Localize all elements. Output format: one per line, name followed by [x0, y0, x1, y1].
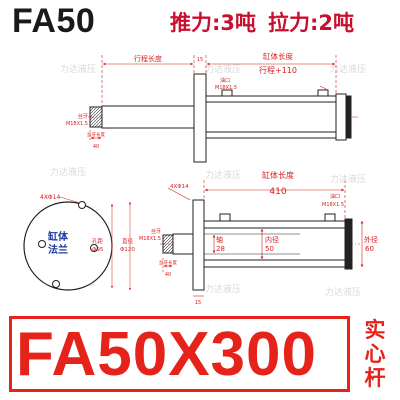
flange-name-line2: 法兰 [48, 243, 68, 256]
bottom-outer-dia-label: 外径 [364, 235, 378, 244]
watermark: 力达液压 [60, 65, 97, 75]
flange-hole-dist-value: Φ95 [92, 247, 104, 253]
header-spec: 推力:3吨拉力:2吨 [170, 7, 366, 37]
top-thread-length-value: 40 [93, 144, 99, 150]
bottom-inner-dia-value: 50 [265, 245, 274, 253]
bottom-oil-port-2 [324, 213, 336, 222]
push-force: 推力:3吨 [170, 11, 257, 35]
bottom-dim-15: 15 [195, 300, 201, 306]
top-piston-rod [101, 105, 195, 129]
flange-outline [23, 201, 113, 291]
top-barrel [205, 95, 337, 139]
top-thread-length-label: 丝牙长度 [87, 131, 105, 138]
bottom-inner-dia-label: 内径 [265, 235, 279, 244]
bottom-flange [192, 199, 205, 291]
top-oil-port-thread: M18X1.5 [215, 85, 237, 91]
top-thread-spec: M18X1.5 [66, 121, 88, 127]
watermark: 力达液压 [50, 168, 87, 178]
bottom-cylinder [160, 199, 360, 291]
pull-force: 拉力:2吨 [268, 11, 355, 35]
flange-name-line1: 缸体 [47, 230, 69, 243]
bottom-outer-dia-value: 60 [365, 245, 374, 253]
bottom-dimensions [162, 180, 364, 297]
top-stroke-length-label: 行程长度 [134, 54, 162, 63]
bottom-thread-spec: M18X1.5 [139, 236, 161, 242]
flange-diameter-label: 直径 [122, 237, 134, 245]
bottom-barrel-length-label: 缸体长度 [262, 170, 294, 180]
model-number: FA50X300 [16, 320, 317, 389]
flange-bolt-holes: 4XΦ14 [40, 194, 60, 201]
bottom-bolt-holes: 4XΦ14 [170, 184, 189, 190]
flange-diameter-value: Φ120 [120, 247, 135, 253]
bottom-oil-port-thread: M18X1.5 [322, 202, 344, 208]
bottom-end-cap [344, 218, 353, 270]
rod-type: 实心杆 [360, 318, 390, 390]
top-thread-label: 丝牙 [78, 113, 88, 120]
top-cylinder [88, 73, 360, 163]
top-oil-port-2 [317, 89, 329, 97]
bottom-shaft-label: 轴 [216, 235, 223, 244]
watermark: 力达液压 [330, 175, 367, 185]
top-oil-port-1 [221, 89, 233, 97]
flange-hole-3 [90, 244, 98, 252]
model-banner [9, 316, 350, 392]
top-barrel-length-formula: 行程+110 [259, 65, 297, 75]
flange-dimensions [110, 201, 132, 291]
top-flange [193, 73, 207, 163]
top-dim-15: 15 [197, 57, 203, 63]
bottom-thread-length-label: 丝牙长度 [159, 259, 177, 266]
flange-hole-2 [38, 240, 46, 248]
watermark: 力达液压 [205, 285, 242, 295]
bottom-barrel [203, 220, 346, 268]
bottom-barrel-length-value: 410 [269, 187, 286, 197]
bottom-rod-thread [162, 234, 174, 254]
rod-type-char: 实心杆 [364, 318, 386, 390]
bottom-oil-port-label: 油口 [330, 193, 340, 200]
watermark: 力达液压 [330, 65, 367, 75]
bottom-thread-label: 丝牙 [151, 228, 161, 235]
top-rod-thread [89, 106, 103, 128]
header-model: FA50 [12, 2, 96, 40]
top-barrel-length-label: 缸体长度 [263, 51, 293, 61]
top-end-cap [335, 93, 347, 141]
top-oil-port-label: 油口 [220, 77, 230, 84]
top-dimensions [89, 55, 337, 142]
flange-hole-dist-label: 孔距 [92, 237, 104, 245]
flange-hole-1 [78, 201, 86, 209]
watermark: 力达液压 [205, 65, 242, 75]
bottom-shaft-value: 28 [216, 245, 225, 253]
bottom-oil-port-1 [219, 213, 231, 222]
watermark: 力达液压 [325, 288, 362, 298]
bottom-piston-rod [172, 233, 194, 255]
watermark: 力达液压 [205, 171, 242, 181]
top-end-cap-back [345, 95, 352, 139]
bottom-thread-length-value: 40 [165, 272, 171, 278]
flange-hole-4 [52, 280, 60, 288]
